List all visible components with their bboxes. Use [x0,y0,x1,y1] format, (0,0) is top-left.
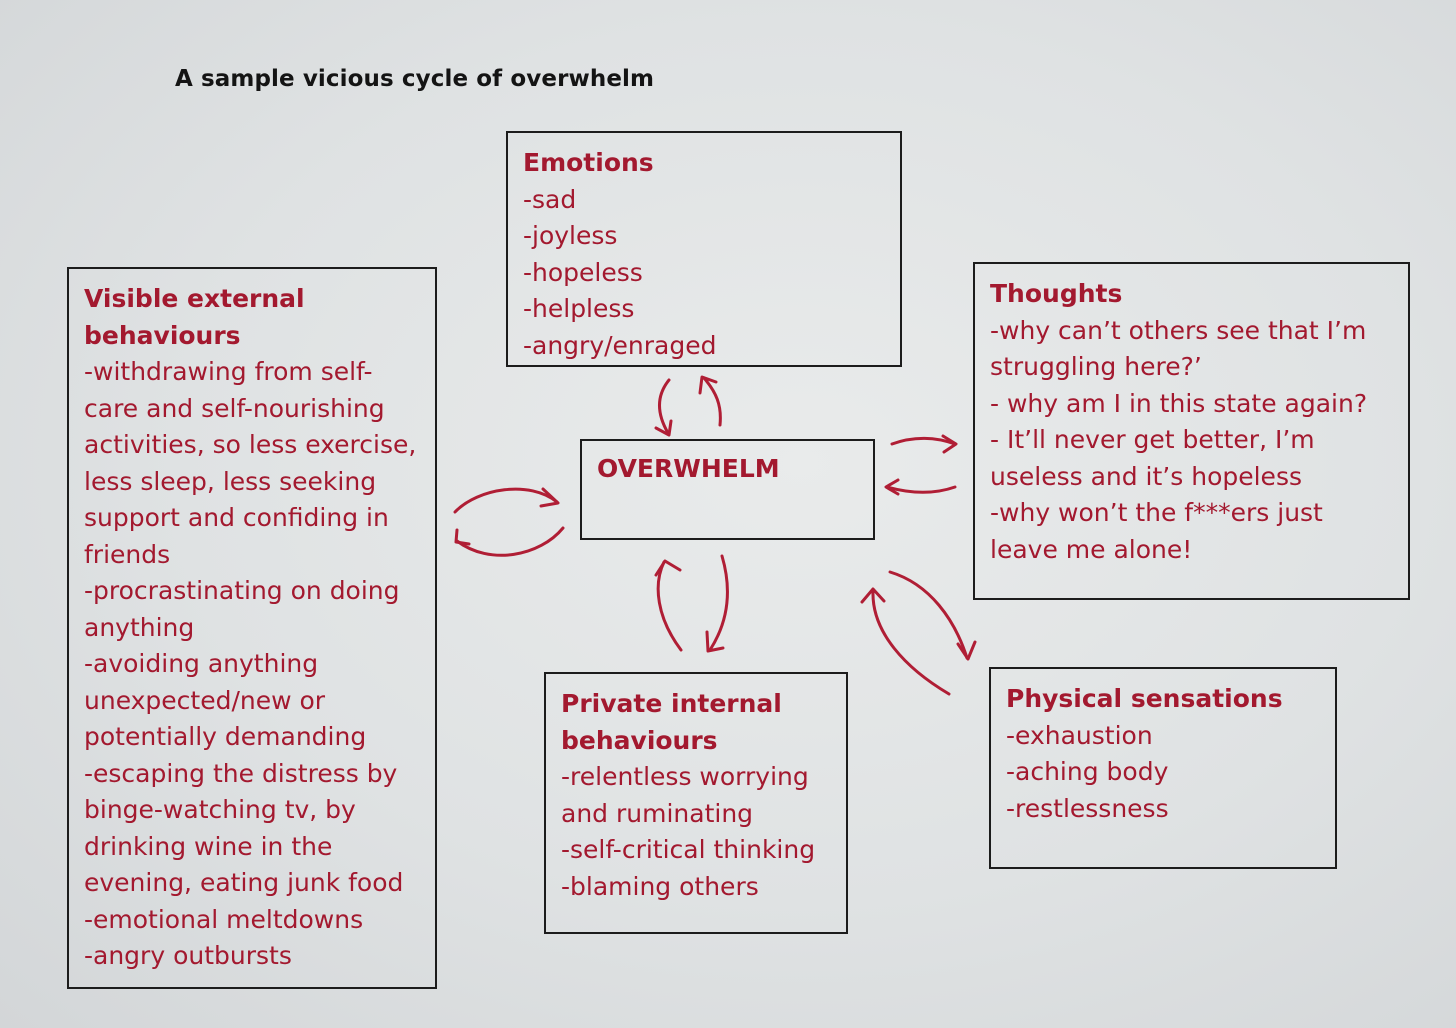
emotions-item: -sad [523,184,577,214]
arrow-private-to-overwhelm [654,559,683,652]
emotions-box: Emotions -sad -joyless -hopeless -helple… [506,131,902,367]
visible-behaviours-heading: Visible external behaviours [84,284,305,350]
emotions-item: -hopeless [523,257,643,287]
emotions-heading: Emotions [523,148,654,177]
visible-behaviours-item: -escaping the distress by binge-watching… [84,758,404,898]
private-behaviours-box: Private internal behaviours -relentless … [544,672,848,934]
private-behaviours-item: -blaming others [561,871,759,901]
arrow-overwhelm-to-thoughts [890,434,958,454]
visible-behaviours-item: -withdrawing from self-care and self-nou… [84,357,417,569]
overwhelm-heading: OVERWHELM [597,454,780,483]
arrow-overwhelm-to-emotions [698,375,722,427]
emotions-item: -angry/enraged [523,330,717,360]
emotions-item: -helpless [523,294,635,323]
private-behaviours-heading: Private internal behaviours [561,689,782,755]
arrow-thoughts-to-overwhelm [884,478,957,496]
arrow-overwhelm-to-physical [888,570,977,661]
private-behaviours-item: -self-critical thinking [561,835,816,864]
diagram-title: A sample vicious cycle of overwhelm [175,66,655,92]
thoughts-item: - It’ll never get better, I’m useless an… [990,425,1315,491]
thoughts-item: - why am I in this state again? [990,388,1368,418]
thoughts-box: Thoughts -why can’t others see that I’m … [973,262,1410,600]
physical-sensations-heading: Physical sensations [1006,684,1283,713]
thoughts-item: -why can’t others see that I’m strugglin… [990,315,1367,382]
visible-behaviours-item: -avoiding anything unexpected/new or pot… [84,649,367,751]
arrow-overwhelm-to-private [705,554,729,653]
thoughts-heading: Thoughts [990,279,1123,308]
visible-behaviours-box: Visible external behaviours -withdrawing… [67,267,437,989]
arrow-emotions-to-overwhelm [654,378,673,437]
arrow-visible-to-overwhelm [453,487,560,514]
physical-sensations-item: -aching body [1006,757,1169,786]
visible-behaviours-item: -emotional meltdowns [84,904,364,934]
physical-sensations-item: -exhaustion [1006,720,1153,750]
physical-sensations-item: -restlessness [1006,793,1169,823]
visible-behaviours-item: -angry outbursts [84,941,292,970]
private-behaviours-item: -relentless worrying and ruminating [561,762,809,828]
physical-sensations-box: Physical sensations -exhaustion -aching … [989,667,1337,869]
visible-behaviours-item: -procrastinating on doing anything [84,576,400,642]
emotions-item: -joyless [523,221,618,250]
overwhelm-box: OVERWHELM [580,439,875,540]
arrow-overwhelm-to-visible [454,526,565,557]
thoughts-item: -why won’t the f***ers just leave me alo… [990,498,1323,564]
arrow-physical-to-overwhelm [860,587,951,696]
